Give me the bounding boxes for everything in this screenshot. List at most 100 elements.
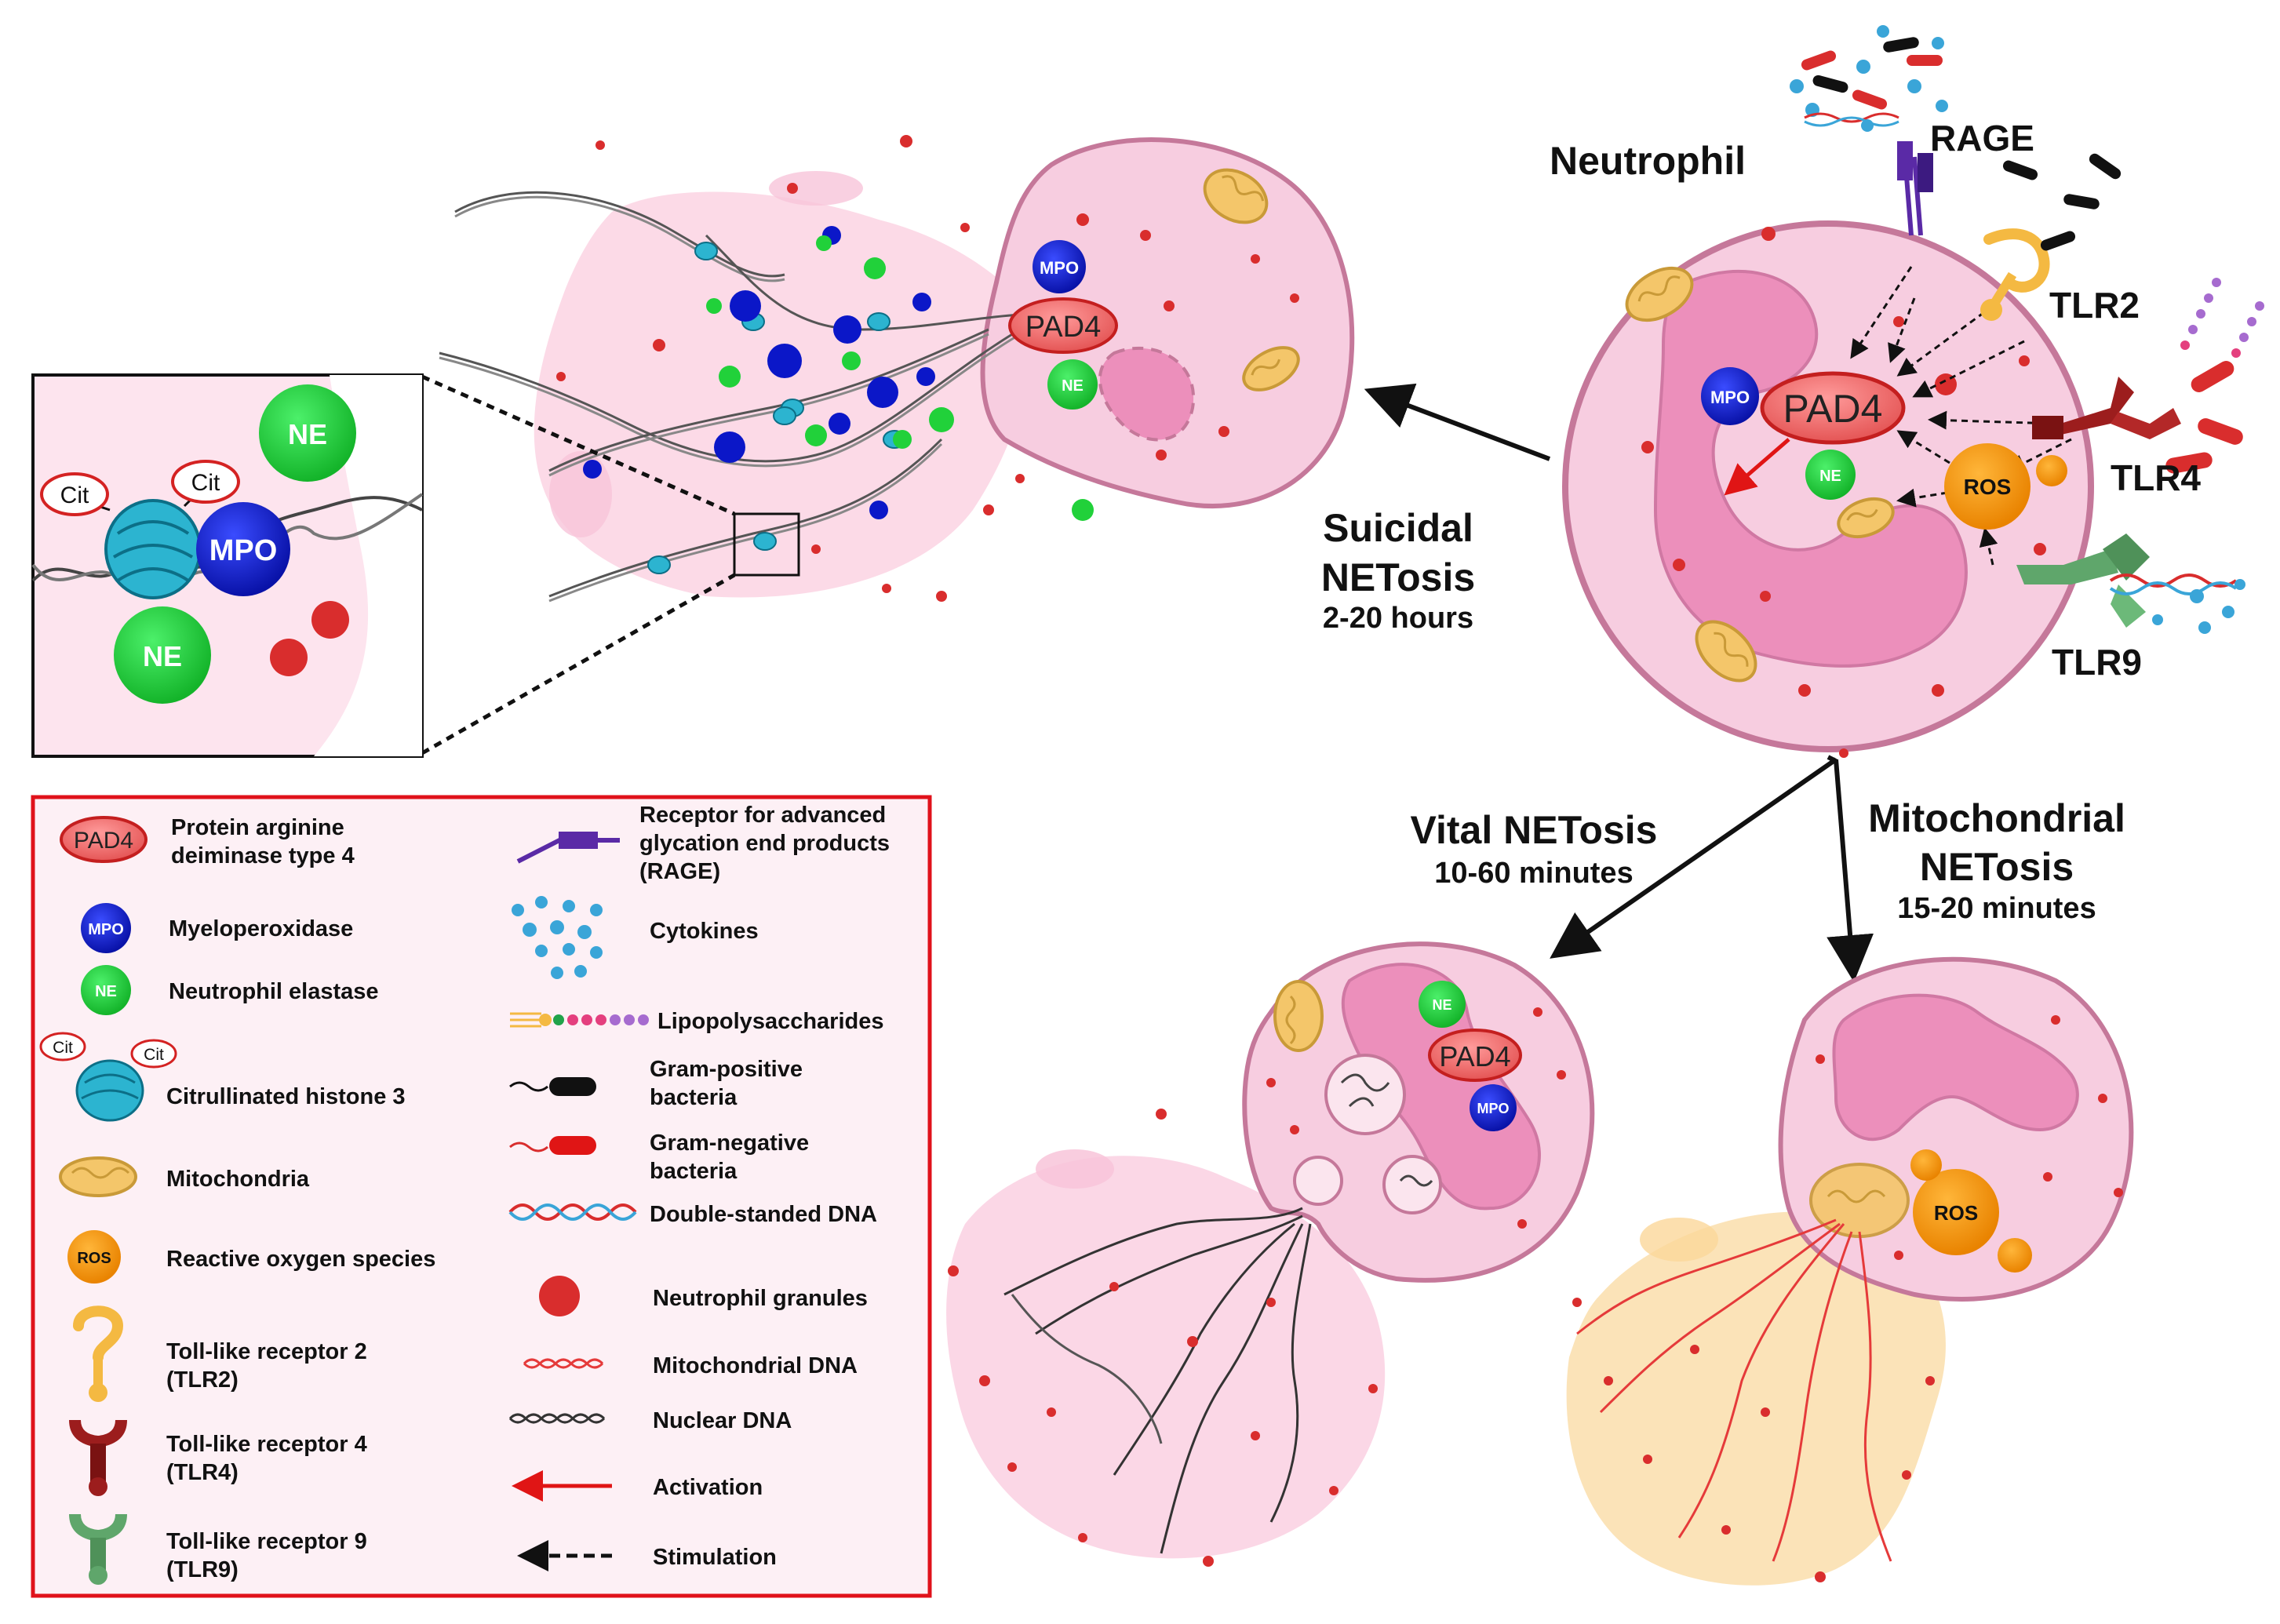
neutrophil-granules [1572, 1015, 2123, 1582]
legend-histone-label: Citrullinated histone 3 [166, 1084, 406, 1109]
legend-mtdna-icon [523, 1358, 604, 1369]
zoom-line-top [421, 374, 736, 516]
arrow-to-vital [1550, 757, 1837, 959]
legend-rage-icon [516, 832, 620, 864]
svg-text:MPO: MPO [88, 921, 124, 938]
inset-granule [270, 639, 308, 676]
inset-ne-bottom-label: NE [143, 640, 182, 672]
mitochondrial-title-line1: Mitochondrial [1868, 796, 2125, 840]
mito-ros: ROS [1910, 1149, 2032, 1273]
legend-cytokines-icon [512, 896, 603, 979]
tlr4-label: TLR4 [2111, 457, 2201, 498]
legend-ros-label: Reactive oxygen species [166, 1247, 435, 1272]
legend-granule-icon [539, 1276, 580, 1316]
legend-ne-label: Neutrophil elastase [169, 979, 379, 1004]
gram-positive-bacteria [2002, 153, 2122, 251]
svg-text:Cit: Cit [144, 1046, 164, 1064]
vital-nuclear-dna [1003, 1207, 1312, 1554]
suicidal-ne: NE [1047, 359, 1098, 410]
inset-histone [104, 499, 202, 599]
legend-dsdna-label: Double-standed DNA [650, 1202, 877, 1227]
net-mpo-particles [583, 226, 935, 519]
legend-tlr2-icon [73, 1305, 124, 1402]
legend-gram-positive-label-1: Gram-positive [650, 1057, 803, 1082]
legend-gram-negative-icon [509, 1136, 596, 1155]
legend-rage-label-2: glycation end products [639, 831, 890, 856]
rage-receptor [1897, 141, 1933, 236]
tlr4-receptor [2032, 377, 2181, 439]
legend-gram-positive-label-2: bacteria [650, 1085, 738, 1110]
activation-arrow [1724, 438, 1790, 496]
legend-nuclear-dna-label: Nuclear DNA [653, 1408, 792, 1433]
legend-tlr4-label-1: Toll-like receptor 4 [166, 1432, 367, 1457]
legend-pad4-label-2: deiminase type 4 [171, 843, 355, 868]
neutrophil-ne: NE [1805, 450, 1856, 500]
legend-cytokines-label: Cytokines [650, 919, 759, 944]
legend: PAD4 MPO NE Cit Cit ROS [31, 795, 932, 1598]
vital-mpo-label: MPO [1477, 1101, 1509, 1116]
rage-label: RAGE [1930, 118, 2034, 158]
legend-dsdna-icon [508, 1203, 637, 1221]
vital-time: 10-60 minutes [1434, 857, 1633, 890]
legend-lps-icon [510, 1012, 649, 1028]
net-haze [534, 191, 1029, 598]
neutrophil-pad4-label: PAD4 [1783, 387, 1883, 431]
net-ne-particles [706, 235, 1094, 521]
mito-ros-label: ROS [1934, 1201, 1978, 1225]
tlr9-receptor [2016, 533, 2150, 628]
inset-cit-left-label: Cit [60, 482, 89, 508]
mitochondrion [1203, 168, 1269, 224]
mitochondrion [1809, 1163, 1910, 1238]
legend-tlr4-label-2: (TLR4) [166, 1460, 239, 1485]
inset-cit-right: Cit [171, 460, 240, 508]
legend-rage-label-3: (RAGE) [639, 859, 720, 884]
neutrophil-ros-label: ROS [1964, 475, 2012, 499]
neutrophil-mpo-label: MPO [1710, 388, 1750, 407]
suicidal-mpo: MPO [1033, 240, 1086, 293]
mitochondrial-dna [1576, 1218, 1892, 1562]
tlr2-label: TLR2 [2049, 285, 2140, 326]
suicidal-mpo-label: MPO [1040, 258, 1079, 278]
inset-ne-top: NE [259, 384, 356, 482]
vital-title: Vital NETosis [1411, 808, 1658, 852]
inset-cit-right-label: Cit [191, 470, 220, 496]
inset-mpo-label: MPO [209, 534, 278, 567]
zoom-region-box [733, 512, 800, 577]
legend-mitochondria-label: Mitochondria [166, 1167, 310, 1192]
legend-tlr2-label-1: Toll-like receptor 2 [166, 1339, 367, 1364]
mitochondrial-netosis-cell: ROS [1566, 956, 2134, 1586]
neutrophil-title: Neutrophil [1550, 139, 1746, 183]
mitochondrial-time: 15-20 minutes [1897, 892, 2096, 925]
mitochondrion [1273, 980, 1324, 1052]
legend-ros-icon: ROS [67, 1230, 121, 1284]
mitochondrial-title-line2: NETosis [1920, 845, 2074, 889]
legend-gram-negative-label-2: bacteria [650, 1159, 738, 1184]
tlr9-ligands [2109, 573, 2245, 634]
svg-text:Cit: Cit [53, 1039, 73, 1057]
vital-ne: NE [1419, 981, 1466, 1028]
mitochondrion [1242, 346, 1300, 391]
arrow-to-suicidal [1364, 383, 1551, 461]
svg-text:PAD4: PAD4 [74, 828, 133, 854]
legend-mtdna-label: Mitochondrial DNA [653, 1353, 858, 1378]
mitochondrion [1837, 497, 1895, 539]
mitochondrion [1625, 266, 1694, 322]
suicidal-netosis-cell: PAD4 MPO NE [439, 135, 1355, 603]
suicidal-cell-body [980, 137, 1355, 509]
legend-citrullinated-histone-icon: Cit Cit [39, 1032, 177, 1122]
suicidal-title-line2: NETosis [1321, 555, 1475, 599]
inset-granule [311, 601, 349, 639]
neutrophil-granules [556, 135, 1299, 602]
neutrophil-ros: ROS [1944, 443, 2067, 530]
neutrophil-granules [948, 1007, 1566, 1567]
legend-ne-icon: NE [81, 965, 131, 1015]
rage-ligands [1790, 25, 1948, 132]
legend-tlr9-icon [69, 1514, 127, 1585]
neutrophil-mpo: MPO [1701, 367, 1759, 425]
svg-text:NE: NE [95, 983, 117, 1000]
legend-gram-positive-icon [509, 1077, 596, 1096]
legend-mpo-label: Myeloperoxidase [169, 916, 353, 941]
suicidal-ne-label: NE [1062, 377, 1084, 395]
inset-ne-bottom: NE [114, 606, 211, 704]
neutrophil-pad4: PAD4 [1760, 371, 1906, 445]
